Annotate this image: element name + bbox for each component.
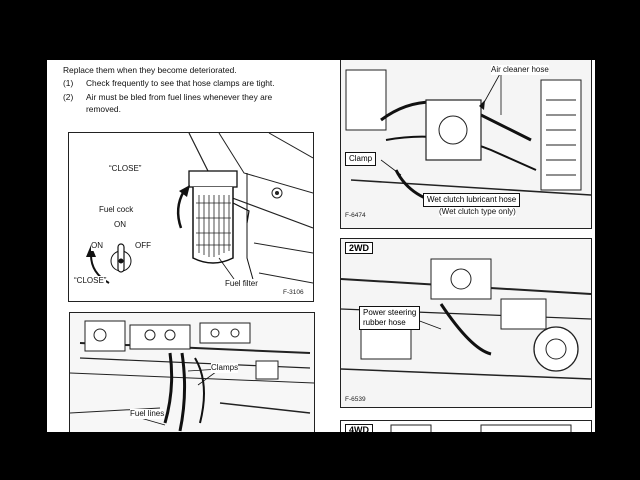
figure-id: F-6539 [345, 396, 366, 403]
item-1-text: Check frequently to see that hose clamps… [86, 78, 275, 88]
item-2-text: Air must be bled from fuel lines wheneve… [86, 92, 273, 102]
wet-clutch-type-label: (Wet clutch type only) [439, 207, 516, 217]
air-cleaner-hose-label: Air cleaner hose [491, 65, 549, 75]
item-1-number: (1) [63, 78, 74, 88]
mode-badge-4wd: 4WD [345, 424, 373, 432]
close-label-bottom: “CLOSE” [74, 276, 107, 286]
power-steering-label: Power steering rubber hose [359, 306, 421, 330]
mode-badge-2wd: 2WD [345, 242, 373, 254]
fuel-lines-figure: Clamps Fuel lines [69, 312, 315, 432]
fuel-cock-label: Fuel cock [99, 205, 134, 215]
figure-id: F-6474 [345, 212, 366, 219]
power-steering-figure: 2WD Power steering rubber hose F-6539 [340, 238, 592, 408]
clamp-label: Clamp [345, 152, 377, 166]
wet-clutch-hose-label: Wet clutch lubricant hose [423, 193, 521, 207]
item-2-text-cont: removed. [86, 104, 121, 114]
power-steering-line1: Power steering [363, 308, 417, 317]
manual-page: Replace them when they become deteriorat… [47, 60, 595, 432]
fuel-filter-label: Fuel filter [225, 279, 258, 289]
close-label-top: “CLOSE” [109, 164, 142, 174]
on-label-left: ON [91, 241, 103, 251]
fuel-lines-label: Fuel lines [130, 409, 165, 419]
fuel-cock-illustration [86, 133, 313, 284]
fuel-lines-illustration [70, 313, 314, 432]
figure-id: F-3106 [283, 289, 304, 296]
wet-clutch-figure: Air cleaner hose Clamp Wet clutch lubric… [340, 60, 592, 229]
on-label-top: ON [114, 220, 126, 230]
item-2-number: (2) [63, 92, 74, 102]
clamps-label: Clamps [211, 363, 239, 373]
4wd-figure: 4WD [340, 420, 592, 432]
4wd-illustration [390, 424, 572, 432]
fuel-cock-figure: “CLOSE” Fuel cock ON ON OFF “CLOSE” Fuel… [68, 132, 314, 302]
intro-line: Replace them when they become deteriorat… [63, 65, 237, 75]
power-steering-line2: rubber hose [363, 318, 406, 327]
off-label: OFF [135, 241, 151, 251]
